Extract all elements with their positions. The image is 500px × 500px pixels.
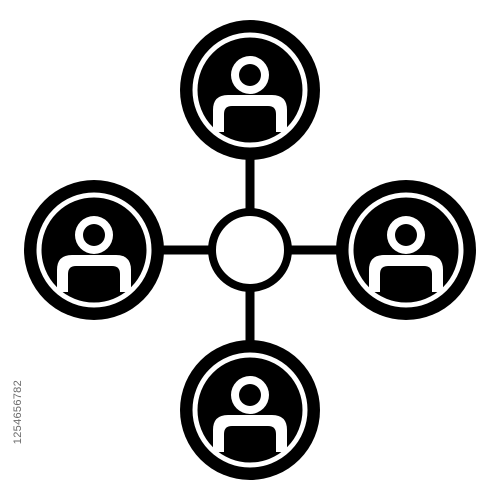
stock-id-label: 1254656782 (0, 380, 24, 490)
user-icon (213, 56, 287, 132)
user-icon (213, 376, 287, 452)
user-node-bottom (180, 340, 320, 480)
user-icon (57, 216, 131, 292)
stock-id-text: 1254656782 (12, 380, 24, 445)
user-node-left (24, 180, 164, 320)
hub-node-icon (208, 208, 292, 292)
user-node-right (336, 180, 476, 320)
user-node-top (180, 20, 320, 160)
user-icon (369, 216, 443, 292)
